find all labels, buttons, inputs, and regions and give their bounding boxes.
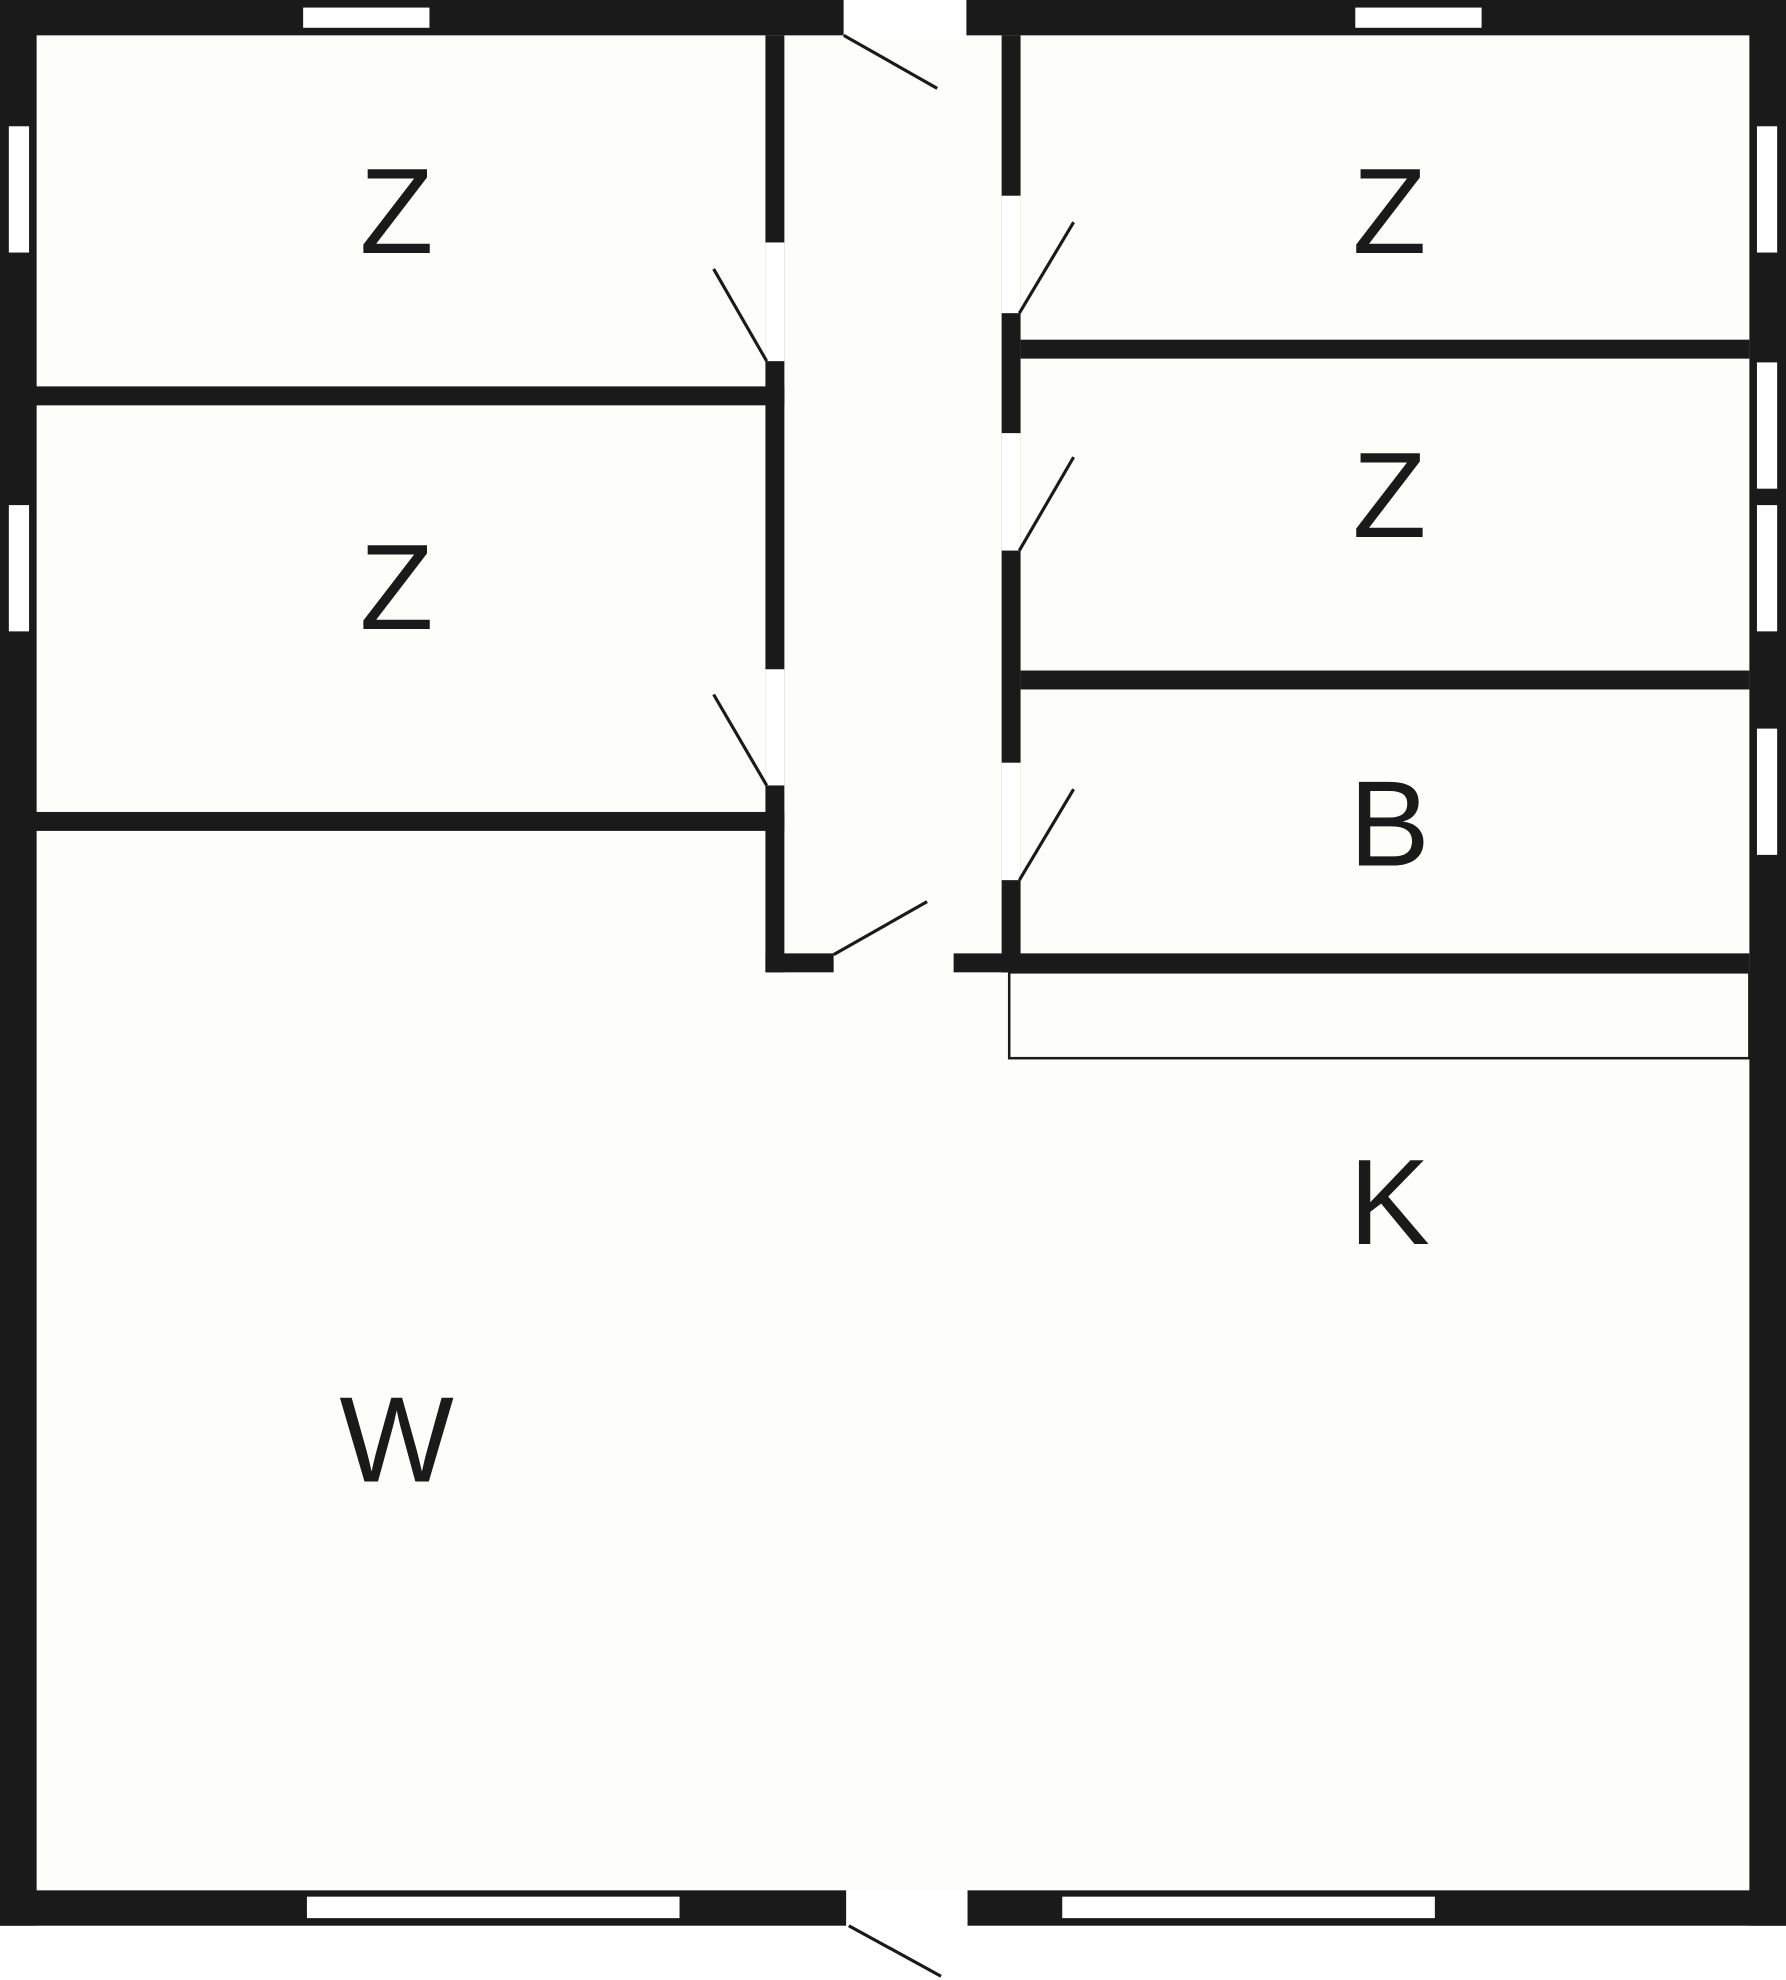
door-gap <box>1001 762 1021 881</box>
room-label-z: Z <box>1352 143 1426 279</box>
interior-wall <box>1001 953 1750 973</box>
window <box>1756 362 1778 489</box>
door-swing <box>712 693 769 787</box>
door-gap <box>765 242 785 362</box>
window <box>1062 1896 1435 1919</box>
entrance-gap-bottom <box>846 1890 968 1926</box>
outer-wall-right <box>1749 0 1786 1926</box>
room-label-z: Z <box>1352 427 1426 563</box>
window <box>306 1896 680 1919</box>
room-label-z: Z <box>360 143 434 279</box>
interior-wall <box>35 811 785 831</box>
door-swing <box>848 1924 942 1978</box>
door-swing <box>712 268 769 362</box>
interior-wall <box>1020 670 1750 690</box>
outside-bottom <box>0 1925 1786 1980</box>
room-label-k: K <box>1349 1134 1430 1270</box>
window <box>303 7 430 28</box>
door-swing <box>1017 788 1075 881</box>
door-gap <box>1001 433 1021 551</box>
door-swing <box>842 33 938 90</box>
door-gap <box>1001 195 1021 314</box>
corridor-wall-bottom-right <box>953 953 1011 973</box>
door-swing <box>1017 456 1075 552</box>
window <box>1756 505 1778 632</box>
window <box>1756 126 1778 253</box>
corridor-wall-bottom-left <box>765 953 834 973</box>
window <box>1756 728 1778 855</box>
interior-wall <box>35 386 785 406</box>
window <box>1355 7 1482 28</box>
door-gap <box>765 669 785 786</box>
door-swing <box>832 900 928 957</box>
door-swing <box>1017 221 1075 314</box>
corridor-wall-left <box>765 35 785 973</box>
room-label-b: B <box>1349 755 1430 891</box>
room-label-z: Z <box>360 519 434 655</box>
window <box>8 505 30 632</box>
entrance-gap-top <box>843 0 967 36</box>
window <box>8 126 30 253</box>
interior-wall <box>1020 339 1750 359</box>
room-label-w: W <box>339 1372 454 1508</box>
outer-wall-left <box>0 0 37 1926</box>
kitchen-counter <box>1007 971 1751 1060</box>
